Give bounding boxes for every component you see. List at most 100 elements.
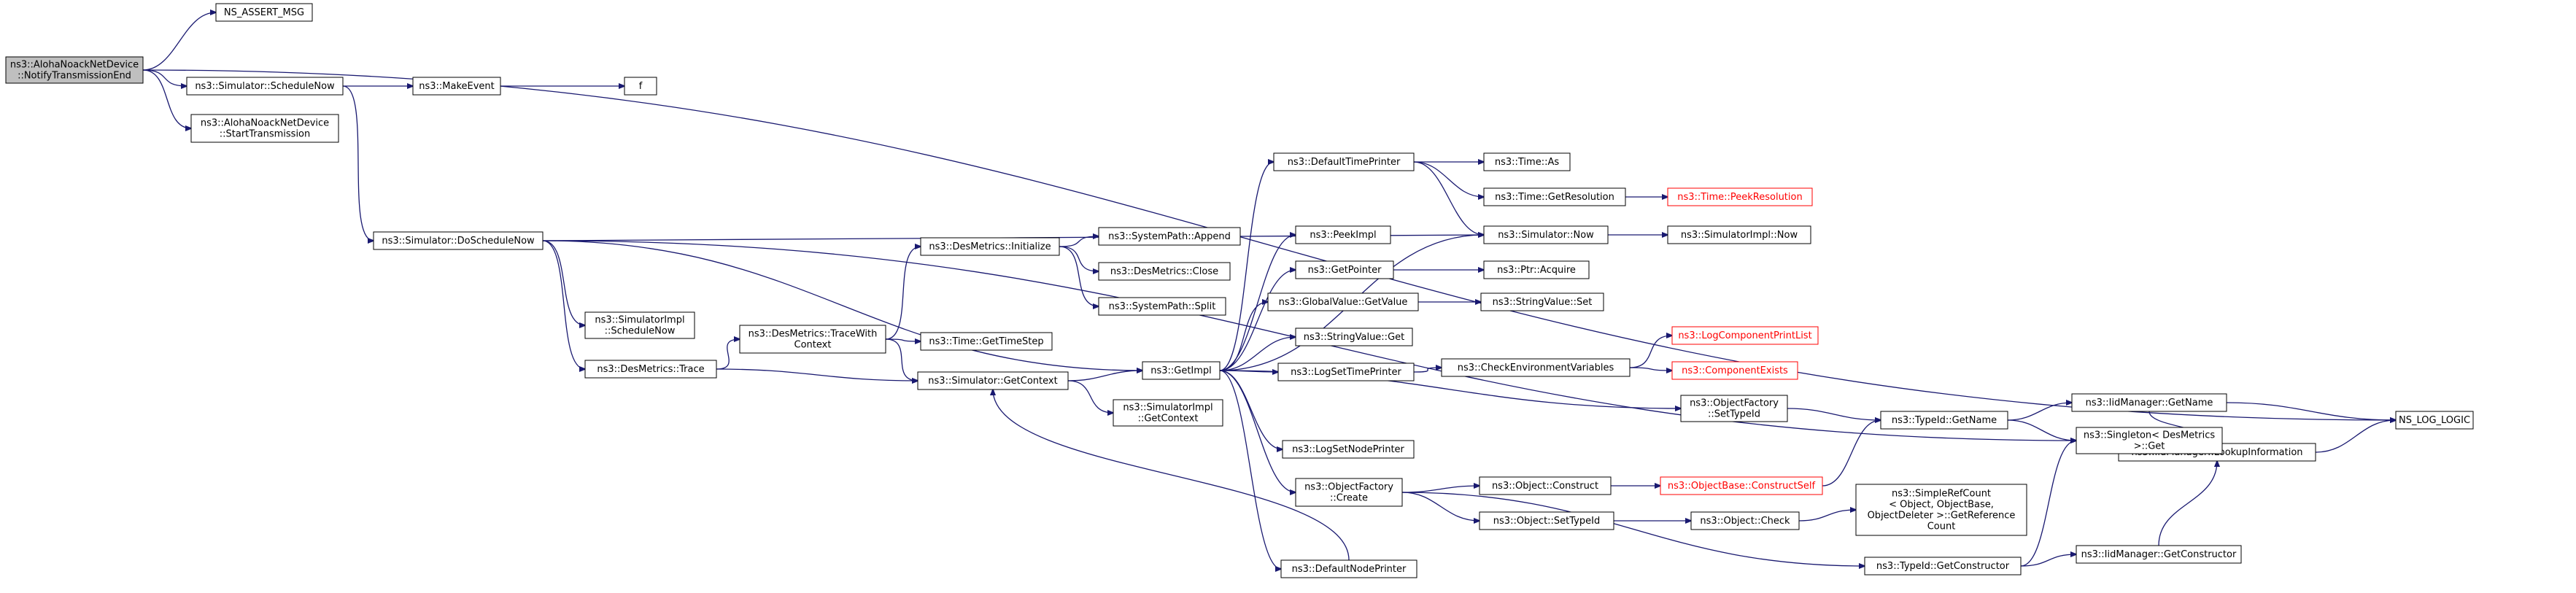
node-box-iidmanager_getconstructor[interactable]	[2076, 545, 2242, 564]
node-iidmanager_getconstructor[interactable]: ns3::IidManager::GetConstructor	[2076, 545, 2242, 564]
node-sim_now[interactable]: ns3::Simulator::Now	[1483, 225, 1609, 244]
node-box-objectbase_constructself[interactable]	[1660, 476, 1823, 495]
node-box-sim_getcontext[interactable]	[917, 371, 1069, 390]
node-makeevent[interactable]: ns3::MakeEvent	[412, 77, 501, 96]
node-time_peekresolution[interactable]: ns3::Time::PeekResolution	[1667, 187, 1813, 206]
edge-sim_getcontext-to-simimpl_getcontext	[1067, 380, 1113, 413]
node-box-object_construct[interactable]	[1479, 476, 1612, 495]
node-box-typeid_getconstructor[interactable]	[1864, 557, 2022, 575]
node-f[interactable]: f	[624, 77, 657, 96]
node-logsettimeprinter[interactable]: ns3::LogSetTimePrinter	[1277, 363, 1415, 381]
node-singleton_get[interactable]: ns3::Singleton< DesMetrics >::Get	[2076, 427, 2223, 454]
node-objectfactory_create[interactable]: ns3::ObjectFactory::Create	[1295, 478, 1403, 507]
node-box-sim_schedulenow[interactable]	[186, 77, 344, 96]
node-box-ptr_acquire[interactable]	[1483, 260, 1590, 279]
node-box-checkenvvars[interactable]	[1441, 358, 1631, 377]
node-box-simimpl_schedulenow[interactable]	[584, 311, 695, 339]
node-systempath_split[interactable]: ns3::SystemPath::Split	[1098, 297, 1226, 316]
node-box-simplerefcount[interactable]	[1855, 484, 2027, 536]
node-ns_log_logic[interactable]: NS_LOG_LOGIC	[2395, 411, 2474, 430]
node-box-defaulttimeprinter[interactable]	[1273, 152, 1415, 171]
node-box-sim_doschedulenow[interactable]	[373, 231, 544, 250]
node-sim_schedulenow[interactable]: ns3::Simulator::ScheduleNow	[186, 77, 344, 96]
node-box-object_check[interactable]	[1690, 511, 1800, 530]
node-box-typeid_getname[interactable]	[1880, 411, 2008, 430]
node-sim_getcontext[interactable]: ns3::Simulator::GetContext	[917, 371, 1069, 390]
node-stringvalue_get[interactable]: ns3::StringValue::Get	[1295, 327, 1413, 346]
node-aloha_starttx[interactable]: ns3::AlohaNoackNetDevice::StartTransmiss…	[190, 114, 339, 143]
node-box-logcomponentprintlist[interactable]	[1671, 326, 1819, 345]
node-defaultnodeprinter[interactable]: ns3::DefaultNodePrinter	[1280, 559, 1417, 578]
node-box-sim_now[interactable]	[1483, 225, 1609, 244]
node-box-time_getresolution[interactable]	[1483, 187, 1626, 206]
node-box-getimpl[interactable]	[1142, 361, 1221, 380]
node-object_construct[interactable]: ns3::Object::Construct	[1479, 476, 1612, 495]
node-box-time_as[interactable]	[1483, 152, 1571, 171]
node-box-componentexists[interactable]	[1671, 361, 1798, 380]
node-ptr_acquire[interactable]: ns3::Ptr::Acquire	[1483, 260, 1590, 279]
node-simimpl_getcontext[interactable]: ns3::SimulatorImpl::GetContext	[1113, 399, 1223, 427]
node-box-logsetnodeprinter[interactable]	[1282, 440, 1415, 459]
node-desmetrics_close[interactable]: ns3::DesMetrics::Close	[1098, 262, 1231, 281]
node-simimpl_schedulenow[interactable]: ns3::SimulatorImpl::ScheduleNow	[584, 311, 695, 339]
node-box-systempath_split[interactable]	[1098, 297, 1226, 316]
node-time_gettimestep[interactable]: ns3::Time::GetTimeStep	[920, 332, 1053, 351]
node-time_as[interactable]: ns3::Time::As	[1483, 152, 1571, 171]
node-box-simimpl_getcontext[interactable]	[1113, 399, 1223, 427]
node-box-getpointer[interactable]	[1295, 260, 1394, 279]
node-time_getresolution[interactable]: ns3::Time::GetResolution	[1483, 187, 1626, 206]
node-sim_doschedulenow[interactable]: ns3::Simulator::DoScheduleNow	[373, 231, 544, 250]
node-object_check[interactable]: ns3::Object::Check	[1690, 511, 1800, 530]
node-box-makeevent[interactable]	[412, 77, 501, 96]
node-checkenvvars[interactable]: ns3::CheckEnvironmentVariables	[1441, 358, 1631, 377]
node-peekimpl[interactable]: ns3::PeekImpl	[1295, 225, 1391, 244]
node-box-ns_assert_msg[interactable]	[215, 3, 313, 22]
node-box-stringvalue_set[interactable]	[1480, 292, 1604, 311]
node-logcomponentprintlist[interactable]: ns3::LogComponentPrintList	[1671, 326, 1819, 345]
node-root[interactable]: ns3::AlohaNoackNetDevice::NotifyTransmis…	[5, 56, 144, 84]
node-defaulttimeprinter[interactable]: ns3::DefaultTimePrinter	[1273, 152, 1415, 171]
node-objectbase_constructself[interactable]: ns3::ObjectBase::ConstructSelf	[1660, 476, 1823, 495]
node-componentexists[interactable]: ns3::ComponentExists	[1671, 361, 1798, 380]
node-box-time_gettimestep[interactable]	[920, 332, 1053, 351]
node-box-objectfactory_settypeid[interactable]	[1680, 395, 1788, 422]
node-simplerefcount[interactable]: ns3::SimpleRefCount< Object, ObjectBase,…	[1855, 484, 2027, 536]
node-box-peekimpl[interactable]	[1295, 225, 1391, 244]
node-box-singleton_get[interactable]	[2076, 427, 2223, 454]
node-box-desmetrics_initialize[interactable]	[920, 237, 1060, 256]
node-ns_assert_msg[interactable]: NS_ASSERT_MSG	[215, 3, 313, 22]
node-box-systempath_append[interactable]	[1098, 227, 1241, 246]
node-box-aloha_starttx[interactable]	[190, 114, 339, 143]
node-desmetrics_initialize[interactable]: ns3::DesMetrics::Initialize	[920, 237, 1060, 256]
node-desmetrics_trace[interactable]: ns3::DesMetrics::Trace	[584, 360, 717, 379]
node-box-stringvalue_get[interactable]	[1295, 327, 1413, 346]
node-objectfactory_settypeid[interactable]: ns3::ObjectFactory::SetTypeId	[1680, 395, 1788, 422]
node-box-objectfactory_create[interactable]	[1295, 478, 1403, 507]
node-box-simimpl_now[interactable]	[1667, 225, 1811, 244]
node-label-simplerefcount-2: ObjectDeleter >::GetReference	[1868, 511, 2016, 522]
node-box-desmetrics_trace[interactable]	[584, 360, 717, 379]
node-logsetnodeprinter[interactable]: ns3::LogSetNodePrinter	[1282, 440, 1415, 459]
node-getpointer[interactable]: ns3::GetPointer	[1295, 260, 1394, 279]
node-stringvalue_set[interactable]: ns3::StringValue::Set	[1480, 292, 1604, 311]
node-systempath_append[interactable]: ns3::SystemPath::Append	[1098, 227, 1241, 246]
node-simimpl_now[interactable]: ns3::SimulatorImpl::Now	[1667, 225, 1811, 244]
node-getimpl[interactable]: ns3::GetImpl	[1142, 361, 1221, 380]
node-box-desmetrics_close[interactable]	[1098, 262, 1231, 281]
node-object_settypeid[interactable]: ns3::Object::SetTypeId	[1479, 511, 1614, 530]
node-box-f[interactable]	[624, 77, 657, 96]
node-typeid_getconstructor[interactable]: ns3::TypeId::GetConstructor	[1864, 557, 2022, 575]
node-box-defaultnodeprinter[interactable]	[1280, 559, 1417, 578]
node-box-object_settypeid[interactable]	[1479, 511, 1614, 530]
node-iidmanager_getname[interactable]: ns3::IidManager::GetName	[2071, 393, 2227, 412]
node-box-root[interactable]	[5, 56, 144, 84]
node-typeid_getname[interactable]: ns3::TypeId::GetName	[1880, 411, 2008, 430]
node-box-iidmanager_getname[interactable]	[2071, 393, 2227, 412]
node-box-ns_log_logic[interactable]	[2395, 411, 2474, 430]
node-box-globalvalue_getvalue[interactable]	[1267, 292, 1419, 311]
node-globalvalue_getvalue[interactable]: ns3::GlobalValue::GetValue	[1267, 292, 1419, 311]
node-box-desmetrics_tracewithcontext[interactable]	[739, 325, 886, 354]
node-box-time_peekresolution[interactable]	[1667, 187, 1813, 206]
node-box-logsettimeprinter[interactable]	[1277, 363, 1415, 381]
